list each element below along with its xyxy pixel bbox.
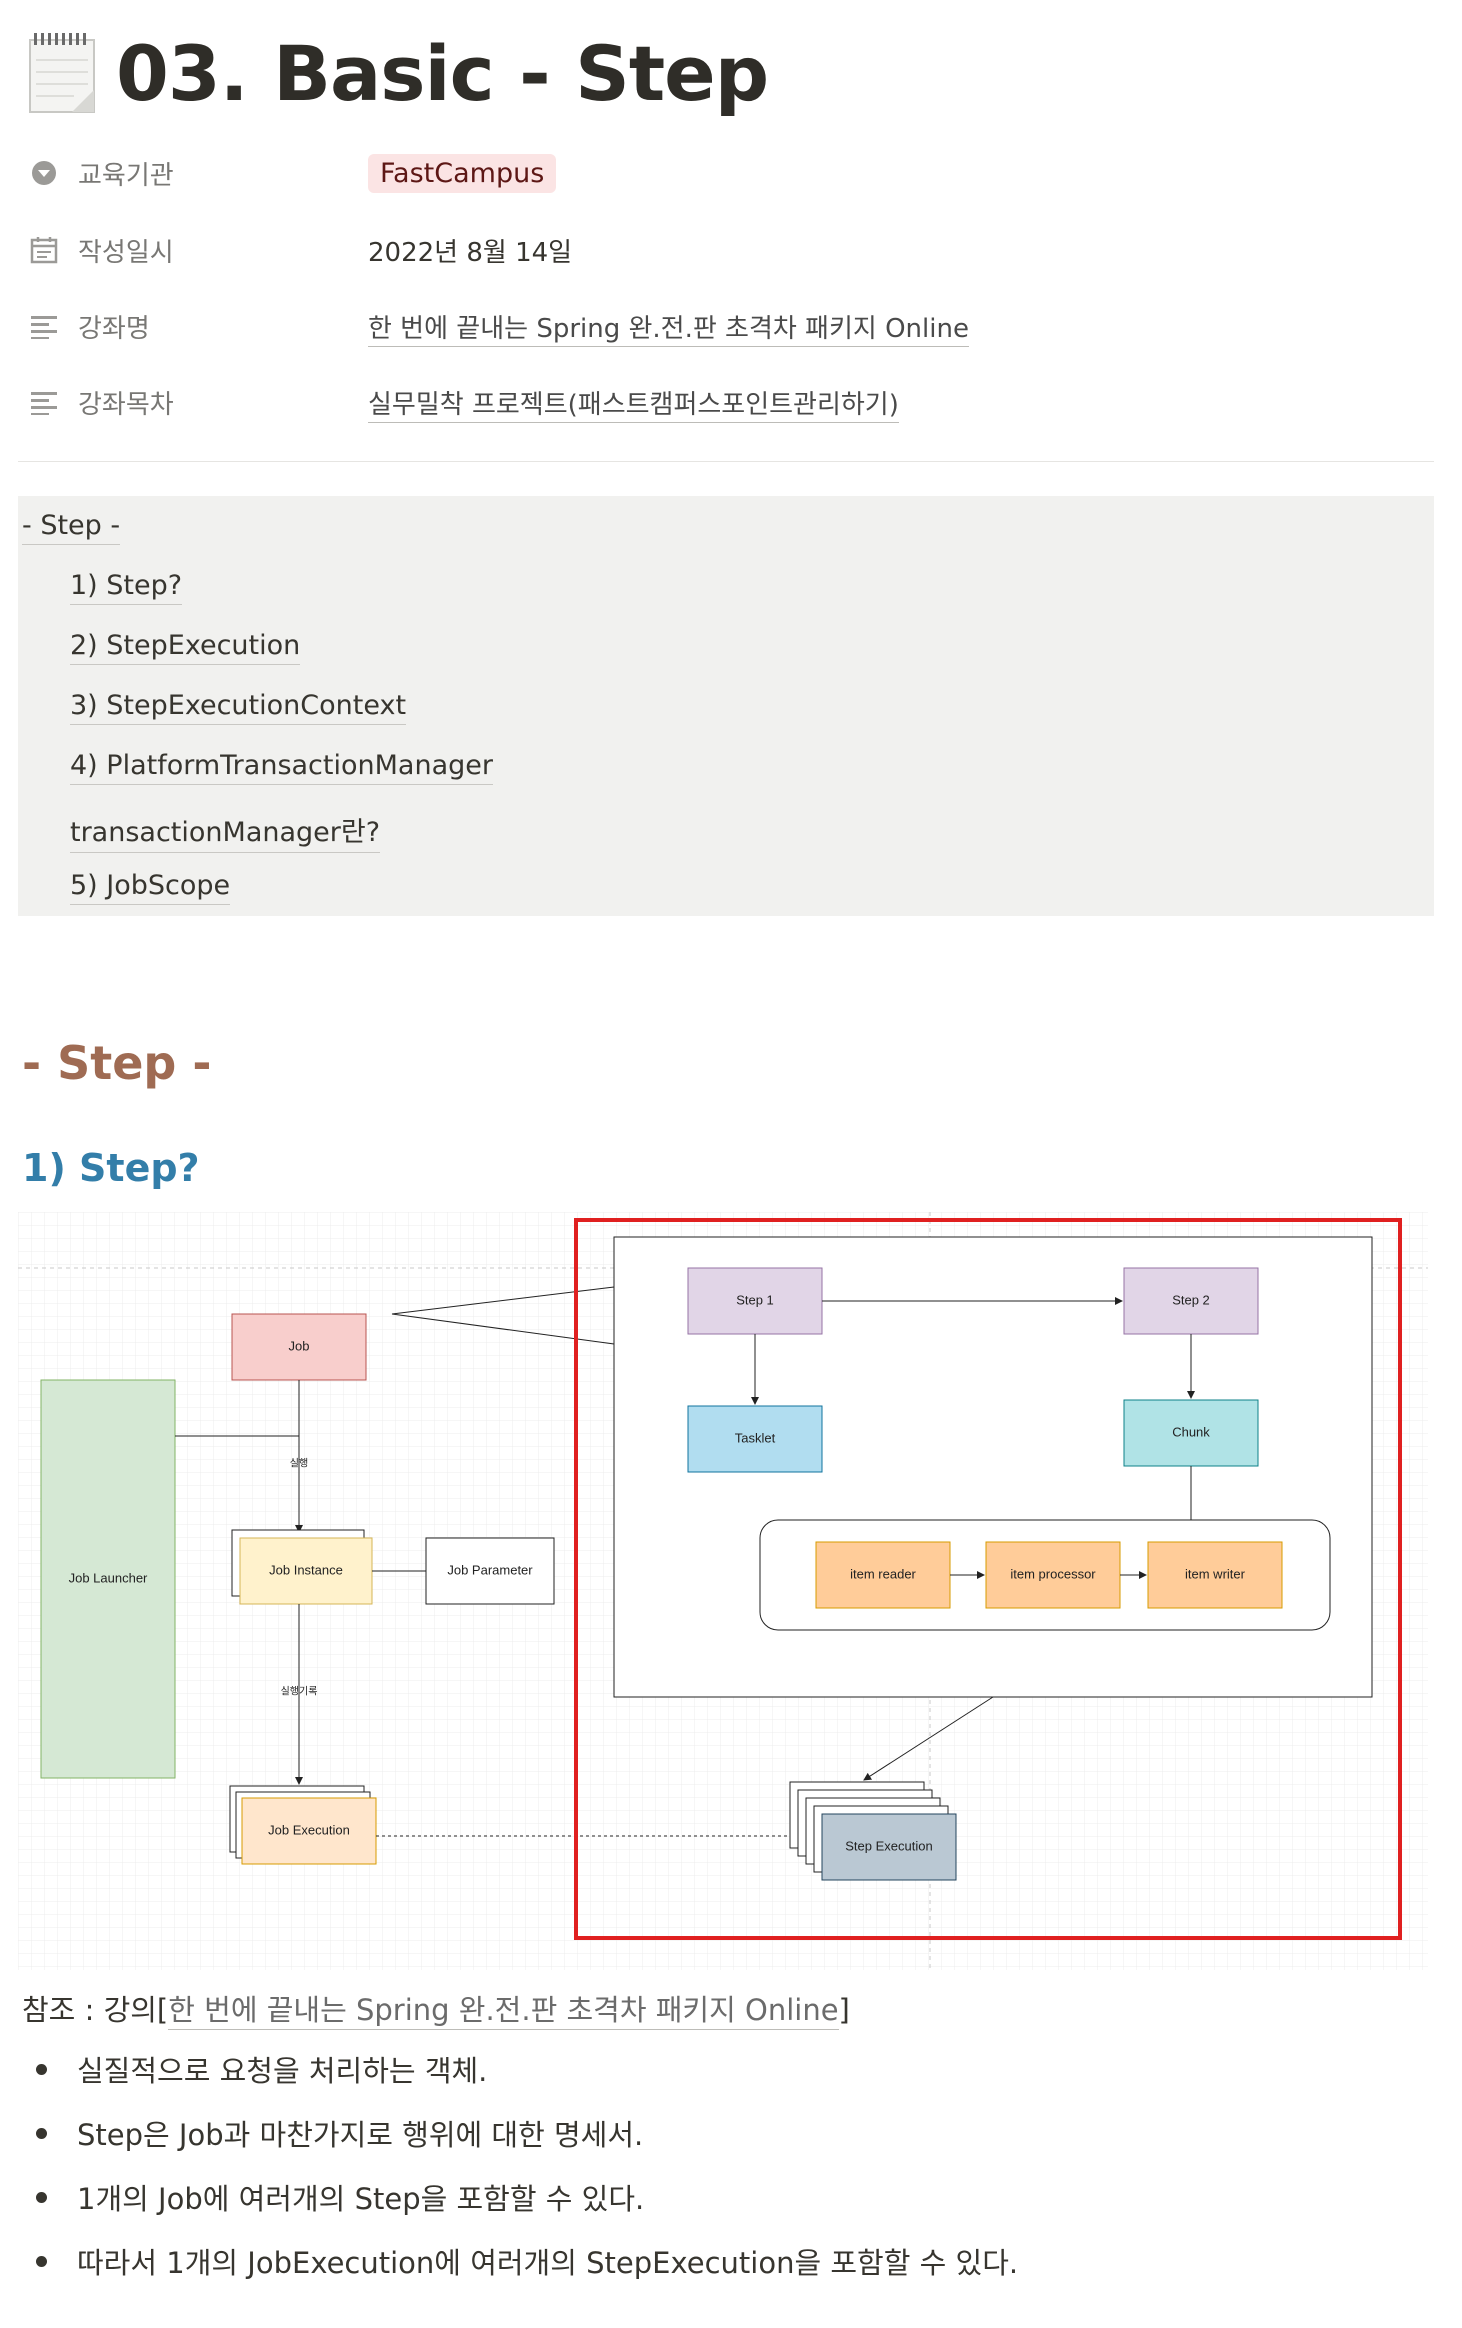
list-item: Step은 Job과 마찬가지로 행위에 대한 명세서. xyxy=(36,2112,643,2154)
bullet-dot-icon xyxy=(36,2191,47,2203)
table-of-contents: - Step - 1) Step? 2) StepExecution 3) St… xyxy=(18,496,1434,916)
item-reader-label: item reader xyxy=(850,1566,916,1581)
tasklet-label: Tasklet xyxy=(735,1430,776,1445)
heading-step-question: 1) Step? xyxy=(22,1146,200,1190)
notepad-icon[interactable] xyxy=(24,30,102,116)
property-name: 교육기관 xyxy=(78,160,174,191)
list-item-text: 따라서 1개의 JobExecution에 여러개의 StepExecution… xyxy=(77,2246,1019,2280)
list-item-text: 실질적으로 요청을 처리하는 객체. xyxy=(77,2054,488,2088)
property-institution[interactable]: 교육기관 FastCampus xyxy=(26,145,1426,201)
title-row: 03. Basic - Step xyxy=(24,18,769,128)
reference-suffix: ] xyxy=(838,1993,850,2027)
course-name-value[interactable]: 한 번에 끝내는 Spring 완.전.판 초격차 패키지 Online xyxy=(368,308,969,347)
exec-label: 실행 xyxy=(290,1458,308,1470)
step2-label: Step 2 xyxy=(1172,1292,1210,1307)
toc-item[interactable]: 2) StepExecution xyxy=(70,630,301,665)
toc-item[interactable]: 3) StepExecutionContext xyxy=(70,690,407,725)
reference-link[interactable]: 한 번에 끝내는 Spring 완.전.판 초격차 패키지 Online xyxy=(168,1993,839,2030)
exec-record-label: 실행기록 xyxy=(281,1686,318,1698)
bullet-dot-icon xyxy=(36,2255,47,2267)
institution-tag[interactable]: FastCampus xyxy=(368,153,557,193)
property-value[interactable]: FastCampus xyxy=(368,153,557,193)
item-writer-label: item writer xyxy=(1185,1566,1246,1581)
job-execution-label: Job Execution xyxy=(268,1822,350,1837)
toc-item[interactable]: transactionManager란? xyxy=(70,810,381,853)
step-execution-label: Step Execution xyxy=(845,1838,932,1853)
list-item: 따라서 1개의 JobExecution에 여러개의 StepExecution… xyxy=(36,2240,1018,2282)
toc-item[interactable]: 5) JobScope xyxy=(70,870,231,905)
course-name-link[interactable]: 한 번에 끝내는 Spring 완.전.판 초격차 패키지 Online xyxy=(368,313,969,347)
step-diagram-image: Job Launcher Job 실행 Job Instance Job Par… xyxy=(18,1212,1428,1970)
property-name: 강좌목차 xyxy=(78,389,174,420)
reference-prefix: 참조 : 강의[ xyxy=(22,1993,169,2027)
property-name: 강좌명 xyxy=(78,313,150,344)
job-label: Job xyxy=(289,1338,310,1353)
text-icon xyxy=(26,384,62,420)
course-toc-value[interactable]: 실무밀착 프로젝트(패스트캠퍼스포인트관리하기) xyxy=(368,384,899,423)
bullet-dot-icon xyxy=(36,2127,47,2139)
chunk-label: Chunk xyxy=(1172,1424,1210,1439)
select-icon xyxy=(26,155,62,191)
job-parameter-label: Job Parameter xyxy=(447,1562,533,1577)
job-instance-label: Job Instance xyxy=(269,1562,343,1577)
bullet-dot-icon xyxy=(36,2063,47,2075)
text-icon xyxy=(26,308,62,344)
reference-line: 참조 : 강의[한 번에 끝내는 Spring 완.전.판 초격차 패키지 On… xyxy=(22,1987,850,2030)
list-item-text: 1개의 Job에 여러개의 Step을 포함할 수 있다. xyxy=(77,2182,645,2216)
created-date-value[interactable]: 2022년 8월 14일 xyxy=(368,237,573,268)
toc-item[interactable]: 1) Step? xyxy=(70,570,183,605)
job-launcher-label: Job Launcher xyxy=(69,1570,148,1585)
divider xyxy=(18,461,1434,462)
list-item-text: Step은 Job과 마찬가지로 행위에 대한 명세서. xyxy=(77,2118,644,2152)
property-course-name[interactable]: 강좌명 한 번에 끝내는 Spring 완.전.판 초격차 패키지 Online xyxy=(26,298,1426,354)
property-name: 작성일시 xyxy=(78,237,174,268)
property-created-date[interactable]: 작성일시 2022년 8월 14일 xyxy=(26,222,1426,278)
calendar-icon xyxy=(26,232,62,268)
list-item: 1개의 Job에 여러개의 Step을 포함할 수 있다. xyxy=(36,2176,644,2218)
toc-item[interactable]: - Step - xyxy=(22,510,121,545)
list-item: 실질적으로 요청을 처리하는 객체. xyxy=(36,2048,487,2090)
step1-label: Step 1 xyxy=(736,1292,774,1307)
toc-item[interactable]: 4) PlatformTransactionManager xyxy=(70,750,493,785)
property-course-toc[interactable]: 강좌목차 실무밀착 프로젝트(패스트캠퍼스포인트관리하기) xyxy=(26,374,1426,430)
item-processor-label: item processor xyxy=(1010,1566,1096,1581)
page-title[interactable]: 03. Basic - Step xyxy=(116,28,769,118)
course-toc-link[interactable]: 실무밀착 프로젝트(패스트캠퍼스포인트관리하기) xyxy=(368,389,899,423)
heading-step: - Step - xyxy=(22,1036,212,1090)
